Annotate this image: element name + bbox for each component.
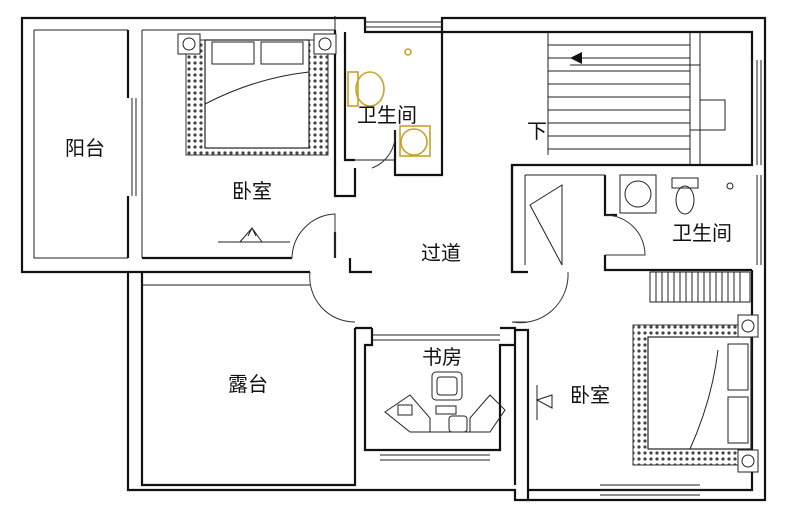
label-corridor: 过道 bbox=[421, 241, 461, 265]
room-labels: 阳台 卧室 卫生间 下 过道 卫生间 露台 书房 卧室 bbox=[65, 103, 732, 407]
label-terrace: 露台 bbox=[228, 372, 268, 396]
light-fixtures bbox=[218, 226, 553, 420]
label-balcony: 阳台 bbox=[65, 136, 105, 160]
label-study: 书房 bbox=[422, 345, 462, 369]
windows bbox=[131, 21, 762, 496]
wardrobe bbox=[649, 271, 751, 303]
label-bathroom-top: 卫生间 bbox=[357, 103, 417, 127]
label-bathroom-right: 卫生间 bbox=[672, 221, 732, 245]
study-furniture bbox=[384, 371, 506, 433]
bathroom-top-fixtures bbox=[347, 48, 431, 157]
label-stair-down: 下 bbox=[527, 119, 547, 143]
bed-left bbox=[177, 33, 337, 156]
doors bbox=[291, 129, 646, 324]
bathroom-right-fixtures bbox=[529, 174, 734, 266]
label-bedroom-right: 卧室 bbox=[570, 383, 610, 407]
staircase bbox=[547, 32, 726, 165]
bed-right bbox=[632, 314, 759, 473]
label-bedroom-left: 卧室 bbox=[232, 179, 272, 203]
